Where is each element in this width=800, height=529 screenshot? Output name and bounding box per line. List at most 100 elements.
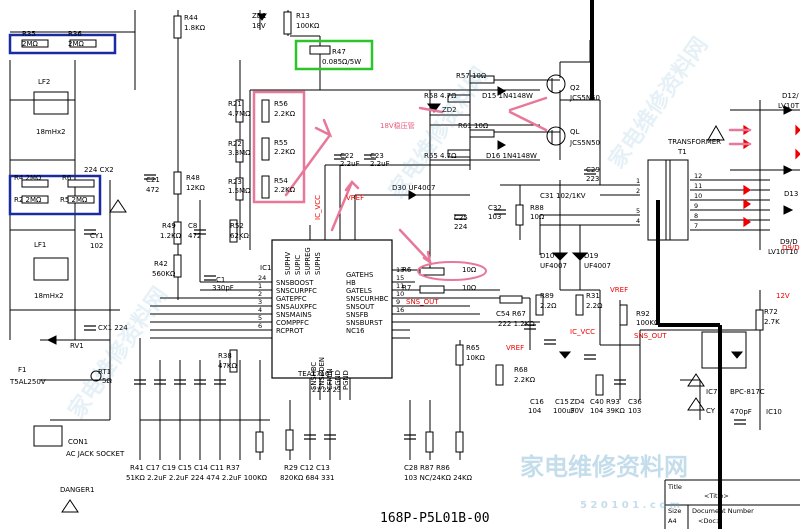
label-r36: R36 xyxy=(68,30,82,38)
ic1-pin-suphv: SUPHV xyxy=(284,252,292,275)
label-bpc: BPC-817C xyxy=(730,388,765,396)
ic1-bottom-pins: SNSHBC SNSBDEN CFMIN SGND PGND xyxy=(310,357,350,390)
label-c40-value: 104 xyxy=(590,407,604,415)
label-c25: C25 xyxy=(454,214,468,222)
label-r44: R44 xyxy=(184,14,198,22)
ic1-pin-18: 6 xyxy=(258,322,262,330)
label-zd2: ZD2 xyxy=(442,106,457,114)
label-r7-ref: R7 xyxy=(402,284,411,292)
label-rv1: RV1 xyxy=(70,342,84,350)
label-r55: R55 xyxy=(274,139,288,147)
label-c15-value: 100uF xyxy=(553,407,575,415)
ic1-pin-20: 4 xyxy=(258,306,262,314)
ic1-pin-snsboost: SNSBOOST xyxy=(276,279,314,287)
label-r54: R54 xyxy=(274,177,288,185)
label-r65: R65 4.7Ω xyxy=(424,152,457,160)
ic1-pin-snsauxpfc: SNSAUXPFC xyxy=(276,303,317,311)
ic1-pin-gatels: GATELS xyxy=(346,287,372,295)
label-r88: R88 xyxy=(530,204,544,212)
label-d15: D15 1N4148W xyxy=(482,92,533,100)
label-zd1: ZD1 xyxy=(252,12,267,20)
label-bottom-refs-1: R41 C17 C19 C15 C14 C11 R37 xyxy=(130,464,240,472)
label-r13-value: 100KΩ xyxy=(296,22,320,30)
highlight-r47 xyxy=(294,39,374,71)
label-r49-value: 1.2KΩ xyxy=(160,232,182,240)
label-r52: R52 xyxy=(230,222,244,230)
label-f1-value: T5AL250V xyxy=(9,378,46,386)
label-r92-value: 100KΩ xyxy=(636,319,660,327)
title-block-docnum-value: <Doc> xyxy=(698,517,721,525)
ic1-pins: IC1 TEA1716T SNSBOOST SNSCURPFC GATEPFC … xyxy=(258,247,404,394)
label-r6: R6 xyxy=(62,174,72,182)
pin-5: 5 xyxy=(636,207,640,215)
label-c16-value: 104 xyxy=(528,407,542,415)
wires xyxy=(9,10,800,460)
label-cy1-value: 102 xyxy=(90,242,103,250)
label-r38: R38 xyxy=(218,352,232,360)
label-rt1-value: 5Ω xyxy=(102,377,112,385)
label-r35-value: 2MΩ xyxy=(22,40,38,48)
ic1-pin-gatepfc: GATEPFC xyxy=(276,295,307,303)
highlight-r2-r5 xyxy=(8,174,102,216)
label-r93-value: 39KΩ xyxy=(606,407,625,415)
label-r48: R48 xyxy=(186,174,200,182)
label-r31: R31 xyxy=(586,292,600,300)
highlight-r35-r36 xyxy=(8,33,117,55)
label-f1: F1 xyxy=(18,366,26,374)
label-c21-value: 472 xyxy=(146,186,159,194)
label-c29: C29 xyxy=(586,166,600,174)
label-d30: D30 UF4007 xyxy=(392,184,436,192)
label-cy1: CY1 xyxy=(90,232,104,240)
label-bottom-vals-3: 103 NC/24KΩ 24KΩ xyxy=(404,474,473,482)
label-r44-value: 1.8KΩ xyxy=(184,24,206,32)
label-r49: R49 xyxy=(162,222,176,230)
frame-border xyxy=(590,0,722,529)
label-zd4-value: 30V xyxy=(570,407,584,415)
label-d9: D9/D xyxy=(780,238,798,246)
label-c22-value: 2.2uF xyxy=(340,160,360,168)
ic1-top-pins: SUPHV SUPIC SUPREG SUPHS xyxy=(284,247,322,275)
title-block-title-value: <Title> xyxy=(704,492,729,500)
label-r89-value: 2.2Ω xyxy=(540,302,557,310)
ic1-pin-15: 15 xyxy=(396,274,404,282)
label-12v: 12V xyxy=(776,292,790,300)
label-c32-value: 103 xyxy=(488,213,501,221)
ic1-pin-sgnd: SGND xyxy=(334,370,342,390)
label-r7-value: 10Ω xyxy=(462,284,477,292)
pin-12: 12 xyxy=(694,172,702,180)
label-zd1-value: 18V xyxy=(252,22,266,30)
capacitor-shapes xyxy=(84,154,746,440)
label-r65-lower: R65 xyxy=(466,344,480,352)
watermark-diag-3: 家电维修资料网 xyxy=(604,32,714,173)
pin-8: 8 xyxy=(694,212,698,220)
label-c-470p: 470pF xyxy=(730,408,752,416)
red-labels: VREF SNS_OUT VREF VREF SNS_OUT IC_VCC 12… xyxy=(314,194,800,352)
pin-1: 1 xyxy=(636,177,640,185)
ic1-pin-snscurhbc: SNSCURHBC xyxy=(346,295,389,303)
label-lf2-value: 18mHx2 xyxy=(36,128,66,136)
title-block: Title <Title> Size A4 Document Number <D… xyxy=(380,483,754,526)
ic1-pin-11: 11 xyxy=(396,282,404,290)
red-arrows xyxy=(743,124,800,228)
label-bottom-refs-3: C28 R87 R86 xyxy=(404,464,450,472)
mosfet-shapes xyxy=(546,74,566,146)
ic1-pin-hb: HB xyxy=(346,279,356,287)
ic1-pin-snsburst: SNSBURST xyxy=(346,319,383,327)
label-ic-vcc-vertical: IC_VCC xyxy=(314,195,322,220)
label-t1: T1 xyxy=(677,148,687,156)
label-bottom-vals-2: 820KΩ 684 331 xyxy=(280,474,334,482)
label-vref-3: VREF xyxy=(610,286,628,294)
ic1-pin-nc16: NC16 xyxy=(346,327,364,335)
label-r55-value: 2.2KΩ xyxy=(274,148,296,156)
label-c23-value: 2.2uF xyxy=(370,160,390,168)
label-d19-part: UF4007 xyxy=(584,262,611,270)
board-number: 168P-P5L01B-00 xyxy=(380,511,490,526)
label-r42: R42 xyxy=(154,260,168,268)
label-r52-value: 62KΩ xyxy=(230,232,249,240)
label-r68-value: 2.2KΩ xyxy=(514,376,536,384)
label-r72-value: 2.7K xyxy=(764,318,780,326)
pink-arrows xyxy=(284,96,752,265)
label-bottom-refs-2: R29 C12 C13 xyxy=(284,464,330,472)
